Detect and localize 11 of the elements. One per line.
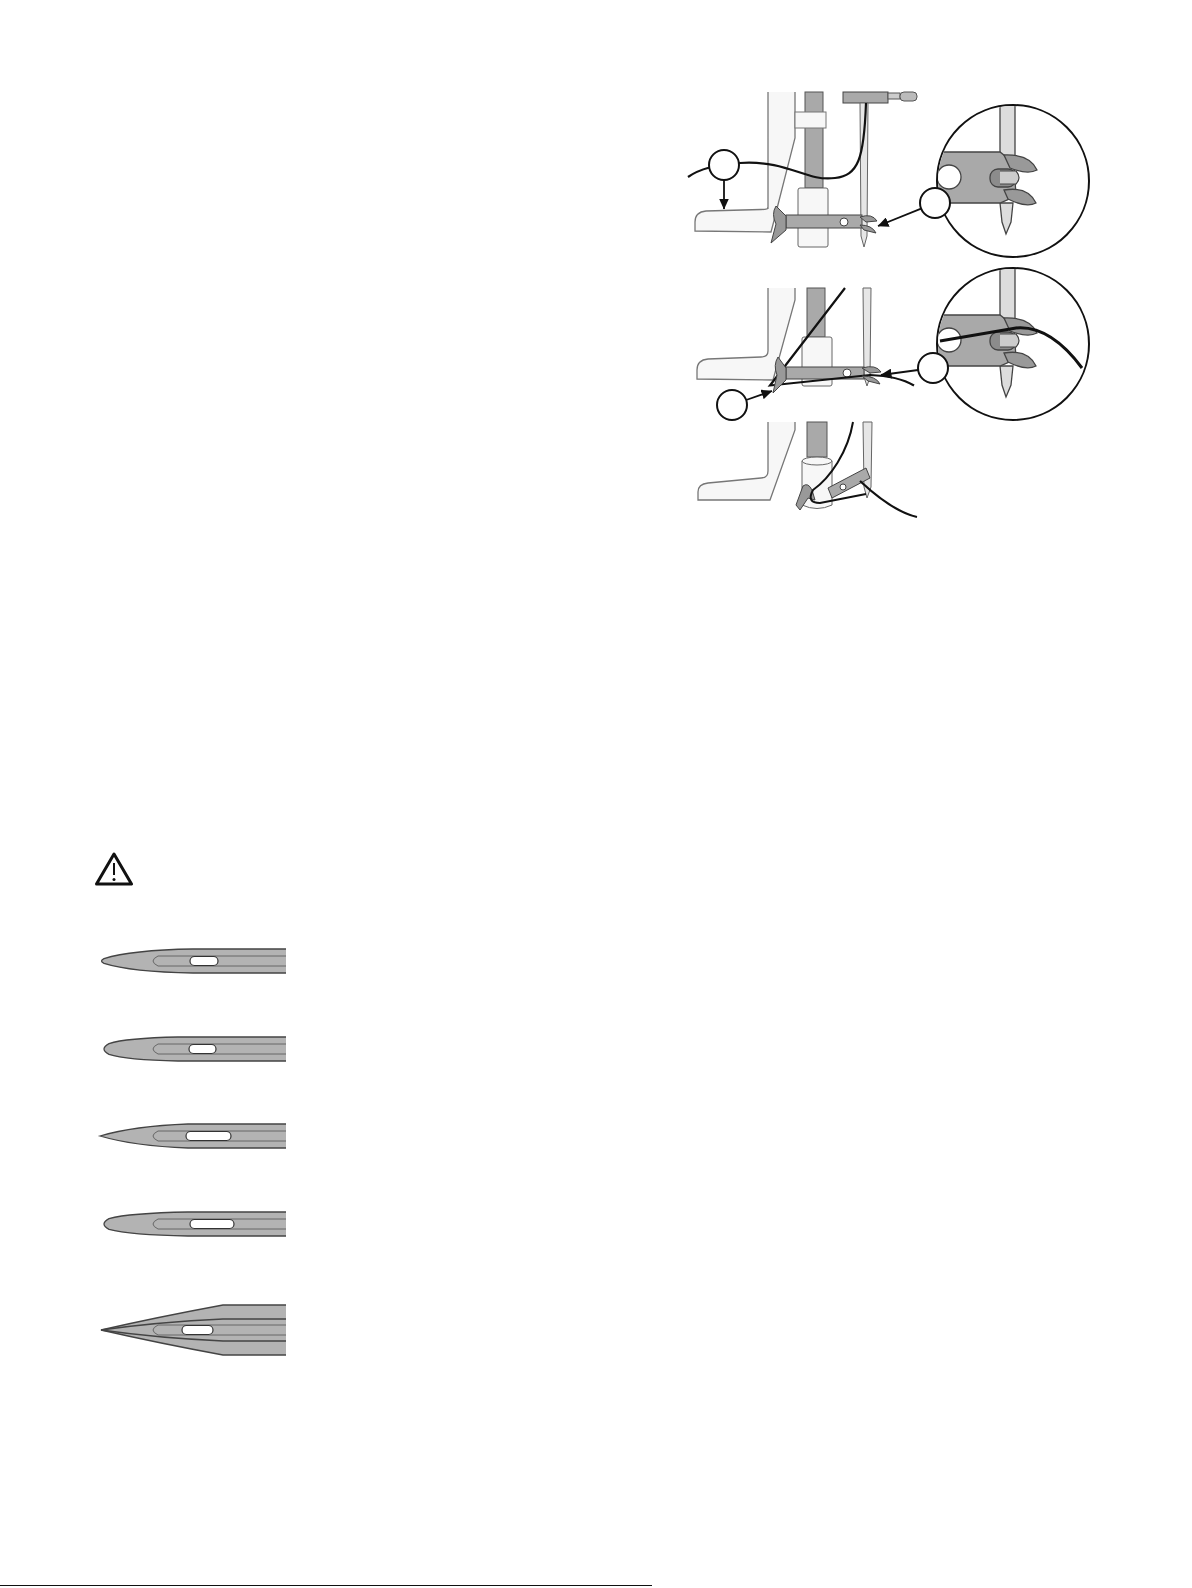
leader-arrow: [877, 207, 922, 227]
leader-arrow: [880, 368, 919, 379]
callout-circle: [708, 149, 740, 181]
leader-arrow: [719, 179, 729, 210]
threader-knob: [772, 356, 787, 394]
callout-circle: [716, 389, 748, 421]
leader-arrow: [745, 389, 773, 401]
callout-circle: [917, 352, 949, 384]
threader-hook: [859, 215, 878, 234]
callout-circle: [919, 187, 951, 219]
threader-hook: [861, 366, 882, 385]
